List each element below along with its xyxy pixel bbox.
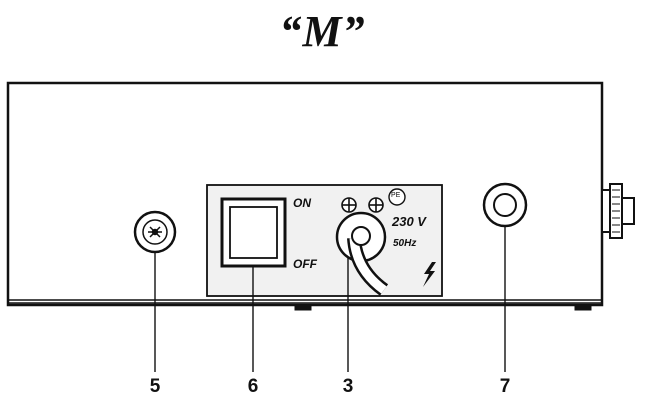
pe-ground-icon xyxy=(388,188,406,206)
frequency-label: 50Hz xyxy=(393,238,417,249)
lightning-bolt-icon xyxy=(423,262,436,287)
callout-7: 7 xyxy=(499,376,511,397)
fuse-holder xyxy=(133,210,177,254)
voltage-label: 230 V xyxy=(392,214,426,229)
callout-6: 6 xyxy=(247,376,259,397)
fuse-icon xyxy=(148,226,162,238)
callout-3: 3 xyxy=(342,376,354,397)
ground-screw-icon xyxy=(341,197,384,213)
side-cable-gland xyxy=(601,183,635,239)
switch-on-label: ON xyxy=(293,196,311,210)
callout-lines xyxy=(154,226,506,372)
pe-label: PE xyxy=(391,192,401,199)
power-switch[interactable] xyxy=(220,197,287,268)
connector-socket xyxy=(482,182,528,228)
figure-title: “M” xyxy=(279,7,366,56)
callout-5: 5 xyxy=(149,376,161,397)
switch-off-label: OFF xyxy=(293,257,317,271)
power-cable xyxy=(335,211,389,296)
